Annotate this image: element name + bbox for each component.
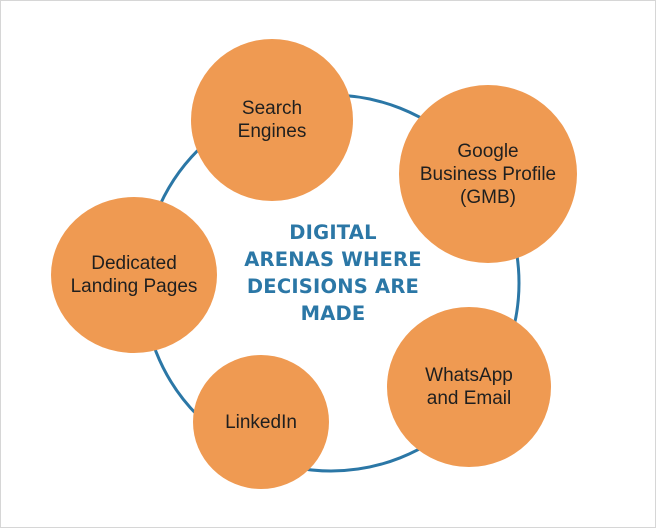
- node-label-line: LinkedIn: [225, 411, 297, 433]
- center-title-line: DIGITAL: [289, 221, 377, 244]
- node-label-line: Engines: [237, 121, 307, 142]
- center-title-line: ARENAS WHERE: [244, 248, 422, 271]
- center-title-line: DECISIONS ARE: [246, 275, 420, 298]
- node-label-line: Search: [241, 98, 303, 119]
- node-label-line: and Email: [426, 388, 512, 409]
- node-label-line: Google: [457, 140, 519, 162]
- center-title: DIGITAL ARENAS WHERE DECISIONS ARE MADE: [217, 219, 449, 327]
- node-label-line: Business Profile: [419, 163, 557, 185]
- node-dedicated-landing-pages: Dedicated Landing Pages: [51, 197, 217, 353]
- node-whatsapp-and-email: WhatsApp and Email: [387, 307, 551, 467]
- node-google-business-profile: Google Business Profile (GMB): [399, 85, 577, 263]
- node-label-line: Dedicated: [91, 253, 177, 274]
- node-label-line: Landing Pages: [70, 276, 198, 297]
- node-search-engines: Search Engines: [191, 39, 353, 201]
- node-label-line: (GMB): [460, 186, 516, 208]
- node-linkedin: LinkedIn: [193, 355, 329, 489]
- node-label-line: WhatsApp: [425, 365, 513, 386]
- center-title-line: MADE: [300, 302, 366, 325]
